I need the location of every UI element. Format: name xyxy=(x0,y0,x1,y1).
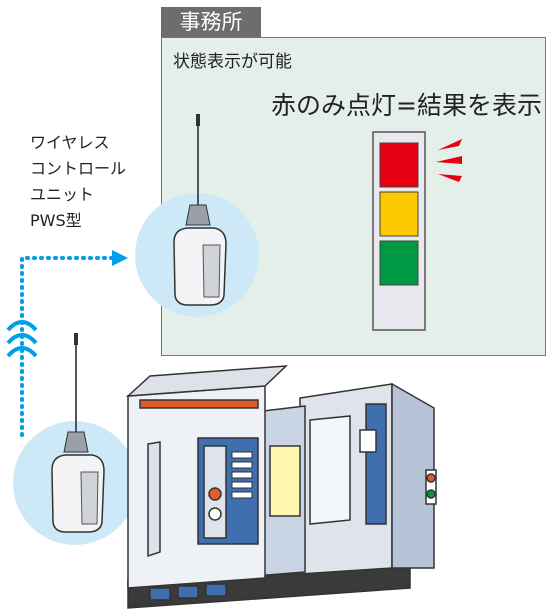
signal-path-icon xyxy=(20,250,128,437)
wireless-unit-label: ワイヤレス コントロール ユニット PWS型 xyxy=(30,133,127,230)
stack-light-icon xyxy=(372,131,462,331)
office-title: 事務所 xyxy=(161,7,261,37)
status-caption: 状態表示が可能 xyxy=(173,52,292,72)
result-caption: 赤のみ点灯=結果を表示 xyxy=(271,91,542,120)
signal-waves-icon xyxy=(6,320,38,358)
wireless-unit-icon xyxy=(135,114,259,317)
cnc-machine-icon xyxy=(125,365,437,609)
machine-wireless-unit-icon xyxy=(13,333,137,545)
